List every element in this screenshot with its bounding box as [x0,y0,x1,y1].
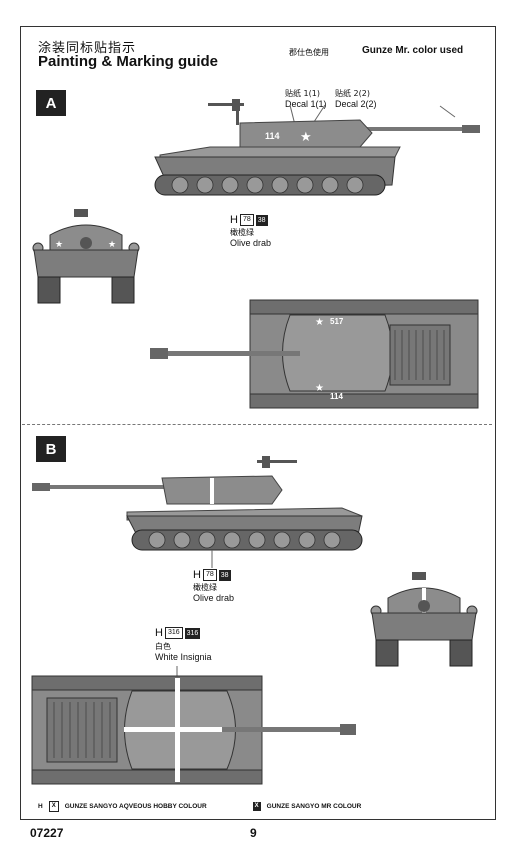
turret [161,475,283,505]
gun-top [222,727,352,732]
page-frame [20,26,496,820]
product-code: 07227 [30,826,64,840]
leader-line [439,105,456,118]
scheme-a-front-view: ★ ★ [32,209,140,304]
decal-2-cn: 贴纸 2(2) [335,89,370,98]
decal-2-en: Decal 2(2) [335,99,377,109]
color-legend: H X GUNZE SANGYO AQVEOUS HOBBY COLOUR X … [38,801,361,812]
decal-1-cn: 贴纸 1(1) [285,89,320,98]
side-number: 114 [265,131,280,141]
color-en: Olive drab [230,238,272,248]
scheme-b-badge: B [36,436,66,462]
scheme-b-front-view [370,572,478,667]
insignia-cn: 白色 [155,642,171,651]
color-code-box: 78 [202,569,217,581]
turret [239,119,373,148]
color-en: Olive drab [193,593,235,603]
title-chinese: 涂装同标贴指示 [38,41,137,56]
color-code-fill: 38 [255,214,268,226]
decal-2-label: 贴纸 2(2) Decal 2(2) [335,88,377,110]
color-cn: 橄榄绿 [230,228,254,237]
insignia-code-fill: 316 [184,627,201,639]
gun-top [150,351,300,356]
scheme-a-side-view: 114 ★ [154,99,480,196]
legend-aqueous-text: GUNZE SANGYO AQVEOUS HOBBY COLOUR [64,803,207,810]
top-number-1: 517 [330,317,344,326]
insignia-prefix: H [155,627,163,639]
decal-1-label: 贴纸 1(1) Decal 1(1) [285,88,327,110]
scheme-a-color-label: 橄榄绿 Olive drab [230,227,271,249]
color-prefix: H [230,214,238,226]
legend-mr-box: X [252,802,261,811]
white-stripe [210,478,214,504]
page-number: 9 [250,826,257,840]
scheme-b-insignia-label: 白色 White Insignia [155,641,212,663]
insignia-code-box: 316 [164,627,183,639]
main-gun [345,127,475,131]
color-code-fill: 38 [218,569,231,581]
scheme-a-color-code: H 78 38 [230,214,268,226]
svg-text:★: ★ [108,240,116,250]
gunze-used-english: Gunze Mr. color used [362,45,464,56]
svg-text:★: ★ [315,317,324,328]
scheme-a-top-view: ★ 517 ★ 114 [150,299,479,409]
section-divider [22,424,492,425]
scheme-a-badge: A [36,90,66,116]
gunze-used-chinese: 郡仕色使用 [289,48,329,57]
star-icon: ★ [300,130,312,145]
legend-h: H [38,803,43,810]
scheme-b-color-code: H 78 38 [193,569,231,581]
scheme-b-top-view [31,666,356,785]
top-number-2: 114 [330,392,343,401]
scheme-b-side-view [32,456,363,568]
color-prefix: H [193,569,201,581]
scheme-b-color-label: 橄榄绿 Olive drab [193,582,234,604]
legend-h-box: X [48,801,59,812]
color-cn: 橄榄绿 [193,583,217,592]
legend-mr-text: GUNZE SANGYO MR COLOUR [266,803,362,810]
decal-1-en: Decal 1(1) [285,99,327,109]
scheme-b-insignia-code: H 316 316 [155,627,201,639]
svg-text:★: ★ [55,240,63,250]
color-code-box: 78 [239,214,254,226]
insignia-en: White Insignia [155,652,212,662]
white-cross-horizontal [124,727,236,732]
title-english: Painting & Marking guide [38,53,219,70]
main-gun [37,485,187,489]
svg-text:★: ★ [315,383,324,394]
